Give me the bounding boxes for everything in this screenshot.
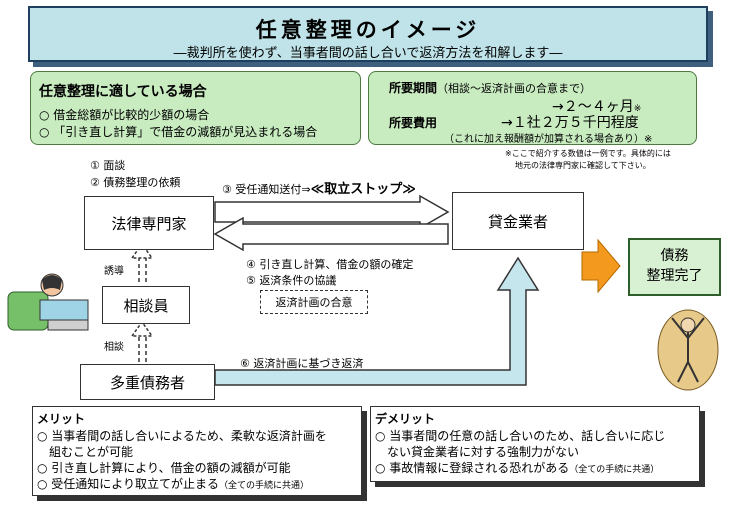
demerit-item-1: ○ 当事者間の任意の話し合いのため、話し合いに応じ [375,429,666,443]
merit-item-4: ○ 受任通知により取立てが止まる [37,477,220,491]
merit-common: （全ての手続に共通） [219,481,310,491]
demerits-title: デメリット [375,412,436,426]
celebration-illustration [657,309,719,391]
merit-item-2: 組むことが可能 [37,445,134,459]
header-banner: 任意整理のイメージ ―裁判所を使わず、当事者間の話し合いで返済方法を和解します― [28,6,708,62]
step-6: ⑥ 返済計画に基づき返済 [240,357,364,370]
step-3-stop: ≪取立ストップ≫ [310,182,416,197]
suitable-item-2: ○ 「引き直し計算」で借金の減額が見込まれる場合 [39,125,318,139]
lender-node: 貸金業者 [452,192,584,250]
suitable-item-1: ○ 借金総額が比較的少額の場合 [39,108,210,122]
duration-label: 所要期間 [389,81,438,95]
page-title: 任意整理のイメージ [255,18,481,42]
debtor-node: 多重債務者 [80,364,215,400]
duration-mark: ※ [633,104,642,114]
disclaimer-line-2: 地元の法律専門家に確認して下さい。 [515,161,651,170]
step-3: ③ 受任通知送付⇒ [222,183,311,196]
period-cost-panel: 所要期間（相談～返済計画の合意まで） →２～４ヶ月※ 所要費用 →１社２万５千円… [368,71,697,145]
duration-value: →２～４ヶ月 [552,99,634,115]
lawyer-node: 法律専門家 [84,196,214,250]
cost-note: （これに加え報酬額が加算される場合あり）※ [444,134,653,145]
page-subtitle: ―裁判所を使わず、当事者間の話し合いで返済方法を和解します― [173,46,563,61]
counselor-node: 相談員 [102,286,190,324]
duration-note: （相談～返済計画の合意まで） [437,82,592,95]
step-4: ④ 引き直し計算、借金の額の確定 [246,258,414,271]
arrow-to-lender [214,194,450,230]
completion-line-1: 債務 [660,248,689,264]
completion-box: 債務 整理完了 [628,238,721,296]
guide-label: 誘導 [104,266,124,277]
step-2: ② 債務整理の依頼 [90,176,181,189]
disclaimer-line-1: ※ここで紹介する数値は一例です。具体的には [505,149,671,158]
consultant-illustration [7,273,89,331]
completion-arrow [581,238,621,294]
cost-label: 所要費用 [389,116,438,130]
merit-item-1: ○ 当事者間の話し合いによるため、柔軟な返済計画を [37,429,327,443]
merits-panel: メリット ○ 当事者間の話し合いによるため、柔軟な返済計画を 組むことが可能 ○… [32,406,362,496]
step-5: ⑤ 返済条件の協議 [246,274,337,287]
completion-line-2: 整理完了 [646,268,703,284]
cost-value: →１社２万５千円程度 [501,115,639,131]
merit-item-3: ○ 引き直し計算により、借金の額の減額が可能 [37,461,291,475]
arrow-to-lawyer [213,216,449,252]
demerit-item-3: ○ 事故情報に登録される恐れがある [375,461,570,475]
agreement-box: 返済計画の合意 [260,290,368,314]
demerits-panel: デメリット ○ 当事者間の任意の話し合いのため、話し合いに応じ ない貸金業者に対… [370,406,700,482]
step-1: ① 面談 [90,159,126,172]
merits-title: メリット [37,412,86,426]
consult-label: 相談 [104,342,124,353]
repayment-arrow [214,256,540,386]
suitable-panel: 任意整理に適している場合 ○ 借金総額が比較的少額の場合 ○ 「引き直し計算」で… [30,71,361,145]
demerit-item-2: ない貸金業者に対する強制力がない [375,445,580,459]
suitable-title: 任意整理に適している場合 [39,84,207,100]
demerit-common: （全ての手続に共通） [569,465,660,475]
